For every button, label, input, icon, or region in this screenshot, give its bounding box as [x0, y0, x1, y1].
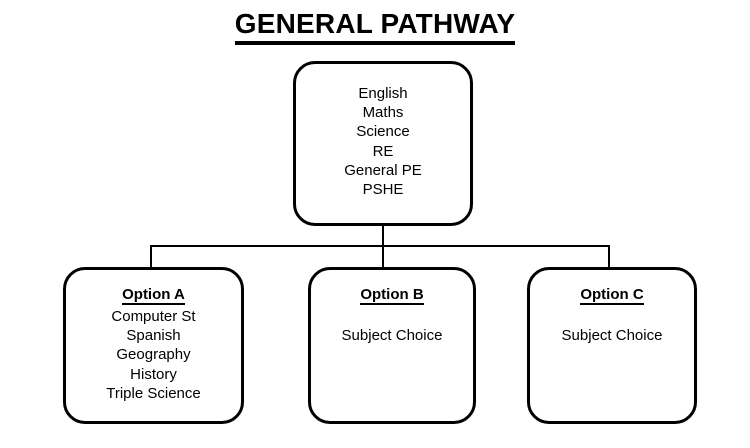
option-a-subject-item: Computer St [111, 308, 196, 325]
core-subjects-list: English Maths Science RE General PE PSHE [296, 84, 470, 199]
core-subject-item: English [358, 85, 408, 102]
page-title-text: GENERAL PATHWAY [234, 9, 516, 45]
option-a-subject-item: Spanish [126, 327, 181, 345]
option-c-heading: Option C [580, 286, 644, 305]
option-c-subject-item: Subject Choice [561, 327, 663, 345]
option-b-box: Option B Subject Choice [308, 267, 476, 424]
option-a-heading-line: Option A [66, 285, 241, 307]
option-b-spacer [311, 307, 473, 326]
connector-bus [150, 245, 610, 247]
option-b-subject-item: Subject Choice [341, 327, 443, 345]
option-a-box: Option A Computer St Spanish Geography H… [63, 267, 244, 424]
core-subject-item: Maths [362, 104, 404, 122]
core-subject-item: RE [372, 142, 394, 160]
core-subjects-box: English Maths Science RE General PE PSHE [293, 61, 473, 226]
option-c-list: Option C Subject Choice [530, 285, 694, 345]
connector-drop-option-c [608, 245, 610, 268]
option-c-heading-line: Option C [530, 285, 694, 307]
connector-drop-option-a [150, 245, 152, 268]
core-subject-item: Science [356, 123, 410, 141]
core-subject-item: PSHE [362, 181, 404, 199]
option-b-heading-line: Option B [311, 285, 473, 307]
connector-drop-option-b [382, 245, 384, 268]
option-a-subject-item: Geography [116, 346, 191, 364]
option-b-heading: Option B [360, 286, 424, 305]
option-b-list: Option B Subject Choice [311, 285, 473, 345]
option-c-spacer [530, 307, 694, 326]
option-a-subject-item: Triple Science [106, 384, 201, 402]
core-subject-item: General PE [344, 161, 422, 179]
option-a-heading: Option A [122, 286, 185, 305]
page-title: GENERAL PATHWAY [0, 9, 750, 45]
option-c-box: Option C Subject Choice [527, 267, 697, 424]
connector-stem-core [382, 226, 384, 247]
option-a-subject-item: History [130, 365, 177, 383]
option-a-list: Option A Computer St Spanish Geography H… [66, 285, 241, 403]
